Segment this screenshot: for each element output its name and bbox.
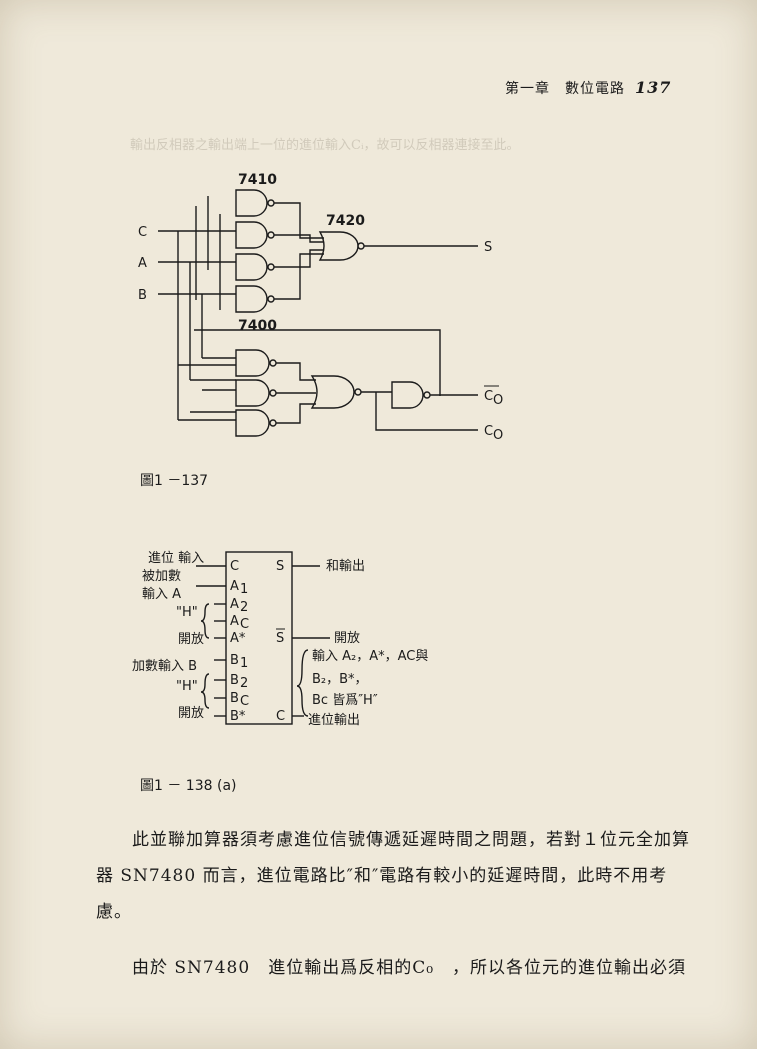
figure-138-caption: 圖1 － 138 (a) xyxy=(140,778,237,794)
label-carry-in: 進位 輸入 xyxy=(148,551,204,566)
label-open2: 開放 xyxy=(178,706,204,721)
input-a-label: A xyxy=(138,256,147,271)
label-open1: 開放 xyxy=(178,632,204,647)
output-co-sub: O xyxy=(493,428,503,443)
chip-side-labels: 進位 輸入 被加數 輸入 A "H" 開放 加數輸入 B "H" 開放 和輸出 … xyxy=(132,551,428,728)
label-note2: B₂，B*， xyxy=(312,672,368,687)
figure-137-caption: 圖1 －137 xyxy=(140,473,209,489)
label-open-right: 開放 xyxy=(334,631,360,646)
pin-a1-sub: 1 xyxy=(240,582,248,597)
gate-label-7410: 7410 xyxy=(238,172,277,188)
running-header: 第一章 數位電路 137 xyxy=(505,78,671,98)
label-sum-out: 和輸出 xyxy=(326,559,365,574)
pin-b2: B xyxy=(230,673,239,688)
chapter-title: 第一章 數位電路 xyxy=(505,81,625,97)
output-co-bar-sub: O xyxy=(493,393,503,408)
output-co-label: C xyxy=(484,424,493,439)
pin-so-bar: S xyxy=(276,631,284,646)
pin-c: C xyxy=(230,559,239,574)
pin-ac-sub: C xyxy=(240,617,249,632)
gate-label-7400: 7400 xyxy=(238,318,277,334)
label-h2: "H" xyxy=(176,679,198,694)
label-input-a: 輸入 A xyxy=(142,587,181,602)
pin-ac: A xyxy=(230,614,239,629)
pin-bc: B xyxy=(230,691,239,706)
input-b-label: B xyxy=(138,288,147,303)
gate-label-7420: 7420 xyxy=(326,213,365,229)
page-number: 137 xyxy=(635,78,672,97)
pin-b2-sub: 2 xyxy=(240,676,248,691)
label-h1: "H" xyxy=(176,605,198,620)
label-add-input-b: 加數輸入 B xyxy=(132,659,197,674)
pin-so: S xyxy=(276,559,284,574)
label-carry-out: 進位輸出 xyxy=(308,713,360,728)
pin-bc-sub: C xyxy=(240,694,249,709)
pin-b-star: B* xyxy=(230,709,246,724)
output-s-label: S xyxy=(484,240,492,255)
chip-pin-labels: C A 1 A 2 A C A* B 1 B 2 B C B* S S C xyxy=(230,559,285,724)
label-note3: Bc 皆爲″H″ xyxy=(312,693,378,708)
bleed-through-text: 輸出反相器之輸出端上一位的進位輸入Cᵢ，故可以反相器連接至此。 xyxy=(130,138,520,153)
pin-a1: A xyxy=(230,579,239,594)
pin-a-star: A* xyxy=(230,631,246,646)
label-note1: 輸入 A₂，A*，AC與 xyxy=(312,649,428,664)
pin-co: C xyxy=(276,709,285,724)
paragraph-2: 由於 SN7480 進位輸出爲反相的C₀ ，所以各位元的進位輸出必須 xyxy=(132,958,687,978)
pin-b1: B xyxy=(230,653,239,668)
pin-b1-sub: 1 xyxy=(240,656,248,671)
input-c-label: C xyxy=(138,225,147,240)
label-addend: 被加數 xyxy=(142,569,181,584)
paragraph-1: 此並聯加算器須考慮進位信號傳遞延遲時間之問題，若對１位元全加算器 SN7480 … xyxy=(96,830,690,922)
pin-a2: A xyxy=(230,597,239,612)
output-co-bar-label: C xyxy=(484,389,493,404)
pin-a2-sub: 2 xyxy=(240,600,248,615)
